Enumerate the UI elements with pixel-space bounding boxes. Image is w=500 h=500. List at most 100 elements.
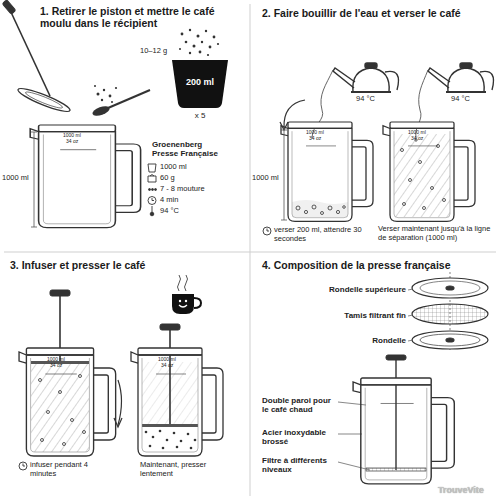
spoon-with-grounds xyxy=(115,87,117,89)
watermark: TrouveVite xyxy=(438,485,498,495)
coffee-grounds xyxy=(181,33,184,36)
scale-mark: 34 oz xyxy=(161,363,183,369)
coffee-bloom xyxy=(304,210,307,213)
spoon-with-grounds xyxy=(103,89,105,91)
scale-mark: 1000 ml xyxy=(47,357,73,363)
coffee-grounds xyxy=(197,35,200,38)
coffee-cup-icon xyxy=(172,294,194,314)
coffee-pressed xyxy=(187,433,190,436)
part-name: Double paroi pour le café chaud xyxy=(262,396,337,414)
weight-note: 10–12 g xyxy=(140,47,176,56)
plunger-removed xyxy=(24,90,63,111)
quantity-note: x 5 xyxy=(190,111,210,120)
carafe xyxy=(383,122,475,221)
coffee-full xyxy=(403,203,406,206)
spec-value: 1000 ml xyxy=(160,163,230,172)
coffee-full xyxy=(394,134,450,217)
leader-lines xyxy=(408,315,413,316)
carafe xyxy=(131,348,223,456)
part-name: Tamis filtrant fin xyxy=(290,311,406,320)
coffee-pressed xyxy=(190,447,193,450)
coffee-steeping xyxy=(71,419,74,422)
coffee-pressed xyxy=(149,445,152,448)
scale-mark: 1000 ml xyxy=(63,133,89,139)
coffee-pressed xyxy=(145,430,197,450)
temperature-label: 94 °C xyxy=(356,95,388,104)
assembled-press xyxy=(366,468,426,471)
timer-icon xyxy=(263,227,271,235)
scale-mark: 1000 ml xyxy=(158,357,184,363)
plunger-parts xyxy=(420,334,480,346)
coffee-bloom xyxy=(321,212,324,215)
spec-icons xyxy=(148,164,157,216)
coffee-grounds xyxy=(207,54,209,56)
dimension-bracket xyxy=(284,130,285,220)
step-note: infuser pendant 4 minutes xyxy=(30,461,110,478)
spec-icons xyxy=(152,198,154,201)
coffee-grounds xyxy=(201,41,203,43)
coffee-grounds xyxy=(199,51,202,54)
coffee-pressed xyxy=(166,439,169,442)
spec-icons xyxy=(149,189,151,191)
coffee-pressed xyxy=(145,431,148,434)
volume-dimension: 1000 ml xyxy=(2,174,33,183)
coffee-steeping xyxy=(39,379,42,382)
brand-name: Groenenberg Presse Française xyxy=(152,140,224,158)
coffee-full xyxy=(419,161,422,164)
part-name: Acier inoxydable brossé xyxy=(262,428,337,446)
kettle xyxy=(333,63,399,92)
coffee-full xyxy=(401,139,446,210)
coffee-cup-icon xyxy=(185,300,187,302)
timer-icon xyxy=(19,462,27,470)
step-note: Maintenant, presser lentement xyxy=(140,461,224,478)
coffee-bloom xyxy=(292,200,348,217)
spec-icons xyxy=(155,189,157,191)
coffee-cup-icon xyxy=(179,305,187,307)
coffee-pressed xyxy=(194,439,197,442)
carafe-empty xyxy=(30,125,140,228)
cup-volume: 200 ml xyxy=(172,77,228,87)
scale-mark: 1000 ml xyxy=(408,130,434,136)
coffee-bloom xyxy=(312,205,316,209)
coffee-cup-icon xyxy=(179,300,181,302)
panel-dividers xyxy=(4,4,496,496)
coffee-bloom xyxy=(336,210,339,213)
spoon-with-grounds xyxy=(109,95,112,98)
step-panel: 1. Retirer le piston et mettre le café m… xyxy=(0,0,250,252)
coffee-cup-icon xyxy=(194,298,201,308)
timer-icon xyxy=(263,227,271,235)
press-arrow xyxy=(114,380,122,427)
coffee-grounds xyxy=(179,48,181,50)
dimension-bracket xyxy=(31,132,37,133)
scale-mark: 1000 ml xyxy=(306,130,332,136)
coffee-grounds xyxy=(179,29,219,56)
dimension-bracket xyxy=(281,220,287,221)
dimension-bracket xyxy=(34,132,35,227)
step-note: verser 200 ml, attendre 30 secondes xyxy=(274,226,366,243)
coffee-pressed xyxy=(180,440,183,443)
spec-icons xyxy=(150,212,154,216)
coffee-pressed xyxy=(162,447,165,450)
step-panel: 2. Faire bouillir de l'eau et verser le … xyxy=(250,0,500,252)
coffee-measure-cup: 200 ml xyxy=(172,60,228,108)
coffee-full xyxy=(443,199,446,202)
leader-lines xyxy=(338,402,366,405)
dimension-bracket xyxy=(281,130,287,220)
kettle xyxy=(428,63,494,92)
spec-icons xyxy=(148,164,156,172)
coffee-grounds xyxy=(213,36,216,39)
panel-dividers xyxy=(250,4,251,496)
coffee-grounds xyxy=(185,41,188,44)
plunger-parts xyxy=(446,286,454,290)
plunger-parts xyxy=(412,272,488,350)
dimension-bracket xyxy=(31,227,37,228)
plunger xyxy=(31,290,198,427)
timer-icon xyxy=(23,464,25,467)
coffee-cup-icon xyxy=(172,275,201,314)
coffee-steeping xyxy=(79,375,82,378)
volume-dimension: 1000 ml xyxy=(252,174,283,183)
step-heading: 4. Composition de la presse française xyxy=(262,259,498,271)
coffee-steeping xyxy=(47,411,50,414)
